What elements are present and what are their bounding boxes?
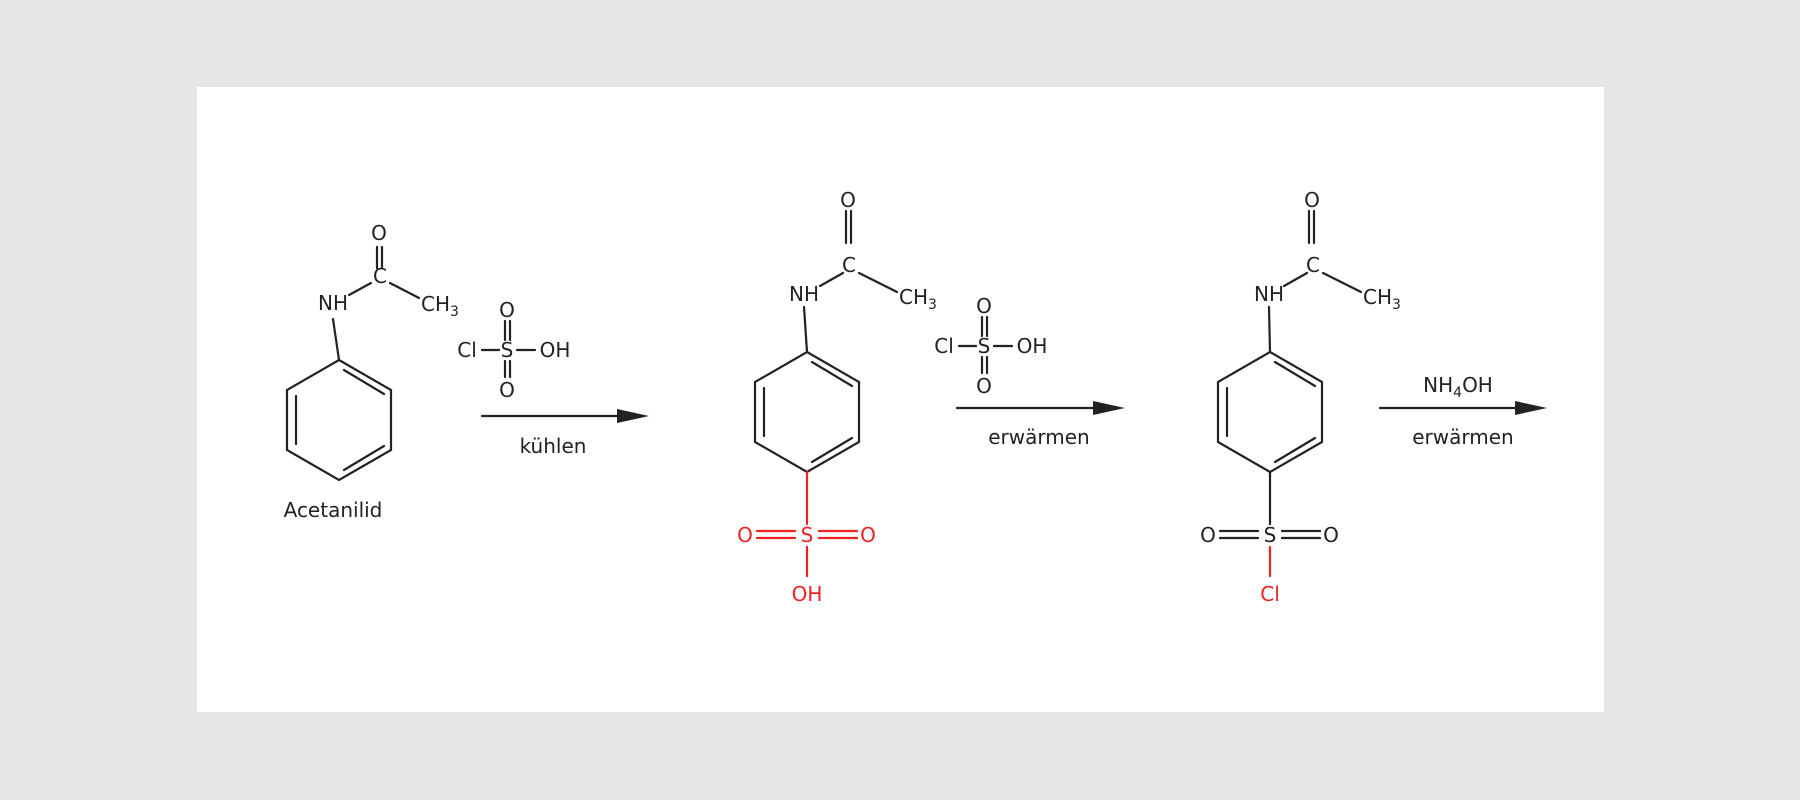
reagent2-s: S (978, 334, 991, 358)
atom-o: O (1304, 188, 1320, 212)
reagent1-s: S (501, 338, 514, 362)
reagent1-cl: Cl (457, 338, 477, 362)
molecule-name-acetanilid: Acetanilid (284, 498, 383, 522)
atom-ch3-sub: 3 (1392, 297, 1401, 313)
bond-nh-c (818, 271, 845, 288)
reaction-scheme: O C NH CH3 Acetanilid O Cl S OH O kühlen (284, 188, 1547, 606)
ring-double-bond (1273, 436, 1317, 464)
reagent2-oh: OH (1017, 334, 1048, 358)
reagent3-nh: NH (1423, 373, 1453, 397)
ring-double-bond (810, 436, 854, 464)
atom-ch3-main: CH (1363, 285, 1392, 309)
bond-n-ring (802, 305, 809, 354)
reaction-scheme-panel: O C NH CH3 Acetanilid O Cl S OH O kühlen (197, 87, 1604, 712)
atom-ch3-sub: 3 (928, 297, 937, 313)
atom-o-right: O (860, 523, 876, 547)
bond-n-ring (331, 317, 341, 362)
condition-1: kühlen (520, 434, 587, 458)
atom-ch3: CH3 (421, 292, 459, 320)
reagent1-o-top: O (499, 298, 515, 322)
condition-2: erwärmen (988, 425, 1089, 449)
bond-c-ch3 (857, 271, 899, 294)
atom-cl: Cl (1260, 582, 1280, 606)
bond-nh-c (1282, 271, 1309, 288)
ring-double-bond (1273, 360, 1317, 388)
atom-s: S (1264, 523, 1277, 547)
ring-double-bond (810, 360, 854, 388)
atom-c: C (842, 253, 856, 277)
reagent1-oh: OH (540, 338, 571, 362)
bond-c-ch3 (1321, 271, 1363, 294)
atom-o-left: O (737, 523, 753, 547)
condition-3: erwärmen (1412, 425, 1513, 449)
atom-c: C (1306, 253, 1320, 277)
reaction-step-3: NH4OH erwärmen (1378, 373, 1547, 449)
reagent2-o-top: O (976, 294, 992, 318)
benzene-ring (753, 350, 861, 474)
bond-nh-c (347, 281, 373, 297)
reagent3-sub: 4 (1453, 385, 1462, 401)
atom-ch3: CH3 (899, 285, 937, 313)
atom-ch3-main: CH (899, 285, 928, 309)
atom-o-left: O (1200, 523, 1216, 547)
reaction-step-2: O Cl S OH O erwärmen (934, 294, 1125, 449)
reagent3-formula: NH4OH (1423, 373, 1493, 401)
benzene-ring (285, 358, 393, 482)
reagent2-o-bottom: O (976, 374, 992, 398)
ring-double-bond (342, 444, 386, 472)
atom-o-right: O (1323, 523, 1339, 547)
arrowhead-1 (617, 409, 649, 423)
molecule-sulfonyl-chloride: O C NH CH3 S O O Cl (1200, 188, 1401, 606)
reagent1-o-bottom: O (499, 378, 515, 402)
atom-nh: NH (789, 282, 819, 306)
atom-ch3: CH3 (1363, 285, 1401, 313)
reagent3-oh: OH (1462, 373, 1493, 397)
benzene-ring (1216, 350, 1324, 474)
arrowhead-3 (1515, 401, 1547, 415)
reagent2-cl: Cl (934, 334, 954, 358)
atom-o: O (840, 188, 856, 212)
molecule-sulfonic-acid: O C NH CH3 S O O OH (737, 188, 937, 606)
ring-double-bond (342, 368, 386, 396)
atom-c: C (373, 264, 387, 288)
bond-n-ring (1267, 305, 1272, 354)
atom-oh: OH (792, 582, 823, 606)
atom-o: O (371, 221, 387, 245)
reaction-step-1: O Cl S OH O kühlen (457, 298, 649, 458)
molecule-acetanilid: O C NH CH3 Acetanilid (284, 221, 459, 522)
atom-ch3-main: CH (421, 292, 450, 316)
atom-nh: NH (318, 291, 348, 315)
bond-c-ch3 (388, 281, 421, 300)
arrowhead-2 (1093, 401, 1125, 415)
atom-ch3-sub: 3 (450, 304, 459, 320)
atom-nh: NH (1254, 282, 1284, 306)
atom-s: S (801, 523, 814, 547)
